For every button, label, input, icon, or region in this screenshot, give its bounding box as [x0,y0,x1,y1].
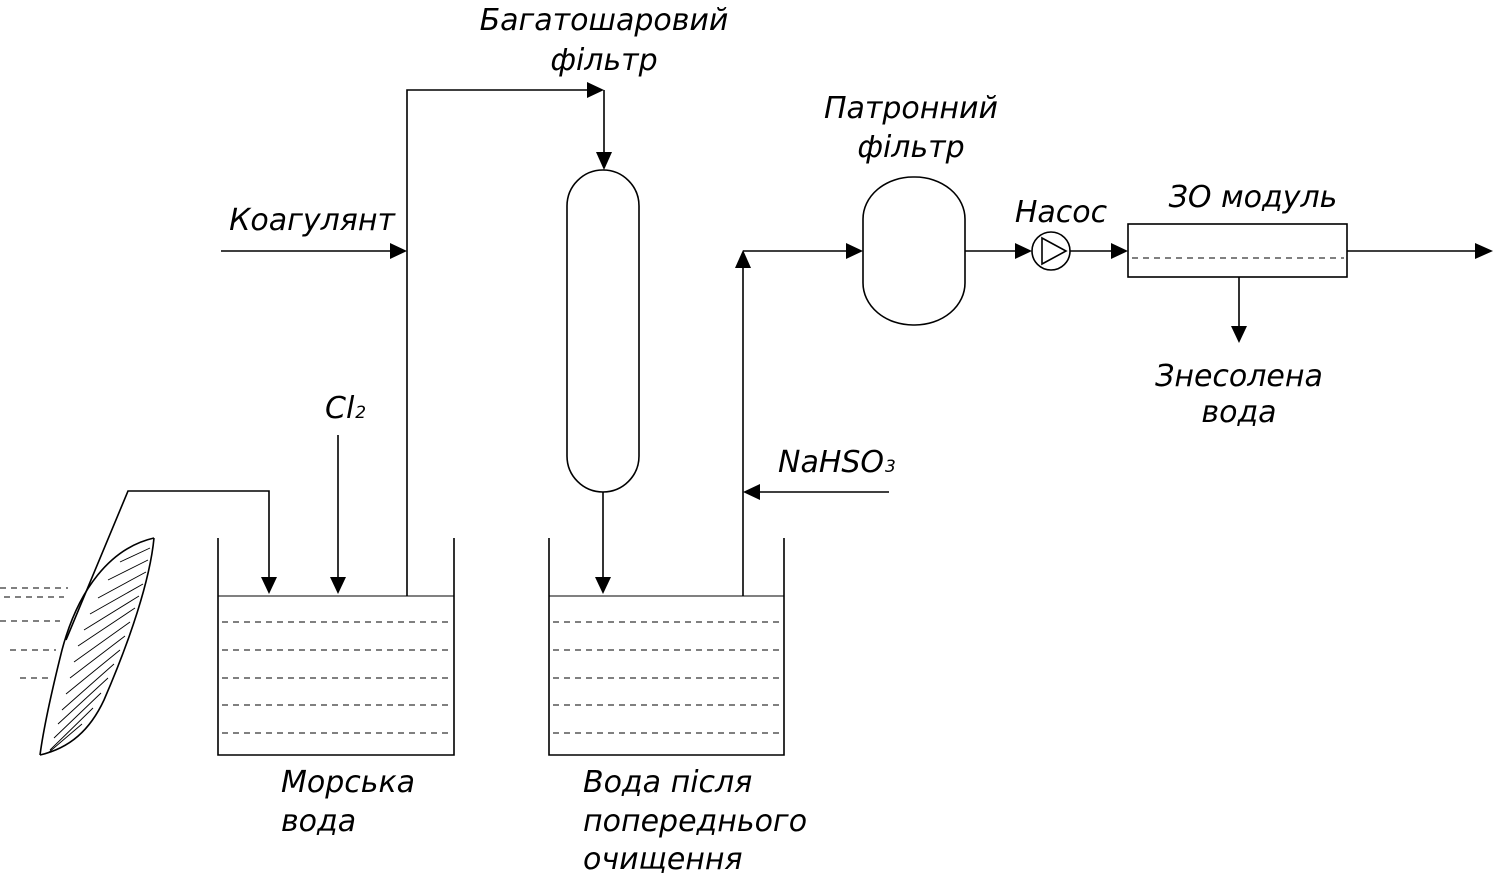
pump [1031,231,1071,271]
sea-water-tank [217,538,455,756]
chlorine-input-line [330,435,346,594]
chlorine-symbol: Cl [325,391,355,426]
bisulfite-label: NaHSO3 [778,445,896,480]
chlorine-label: Cl2 [325,391,366,426]
pipe-to-pump [965,243,1032,259]
pump-label: Насос [1015,195,1108,230]
coagulant-label: Коагулянт [229,203,396,238]
filtrate-pipe [595,492,611,594]
bisulfite-subscript: 3 [885,457,896,477]
bisulfite-input-line [743,484,889,500]
cartridge-filter [862,176,966,326]
multilayer-filter-label-line1: Багатошаровий [480,3,729,38]
cartridge-filter-label-line2: фільтр [857,130,964,165]
ro-module [1127,223,1348,278]
feed-pipe-to-cartridge-filter [735,243,863,596]
ro-module-label: ЗО модуль [1169,180,1338,215]
multilayer-filter [566,169,640,493]
sea-water-label-line2: вода [281,804,356,839]
chlorine-subscript: 2 [355,403,366,423]
pretreated-water-label-line3: очищення [583,842,743,877]
concentrate-output-line [1347,243,1493,259]
pipe-to-ro-module [1070,243,1128,259]
multilayer-filter-label-line2: фільтр [550,43,657,78]
pretreated-water-tank [548,538,785,756]
sea-water-label-line1: Морська [281,765,415,800]
pretreated-water-label-line2: попереднього [583,804,807,839]
sea-surface [0,587,68,679]
coagulant-input-line [221,243,407,259]
bisulfite-formula: NaHSO [778,445,884,480]
cartridge-filter-label-line1: Патронний [824,91,998,126]
sea-shore [0,537,155,756]
pretreated-water-label-line1: Вода після [583,765,752,800]
desalinated-water-label-line2: вода [1201,395,1276,430]
desalinated-water-label-line1: Знесолена [1155,359,1323,394]
intake-pipe [65,490,277,641]
desalinated-water-output-line [1231,277,1247,343]
feed-pipe-to-multilayer-filter [406,82,612,596]
